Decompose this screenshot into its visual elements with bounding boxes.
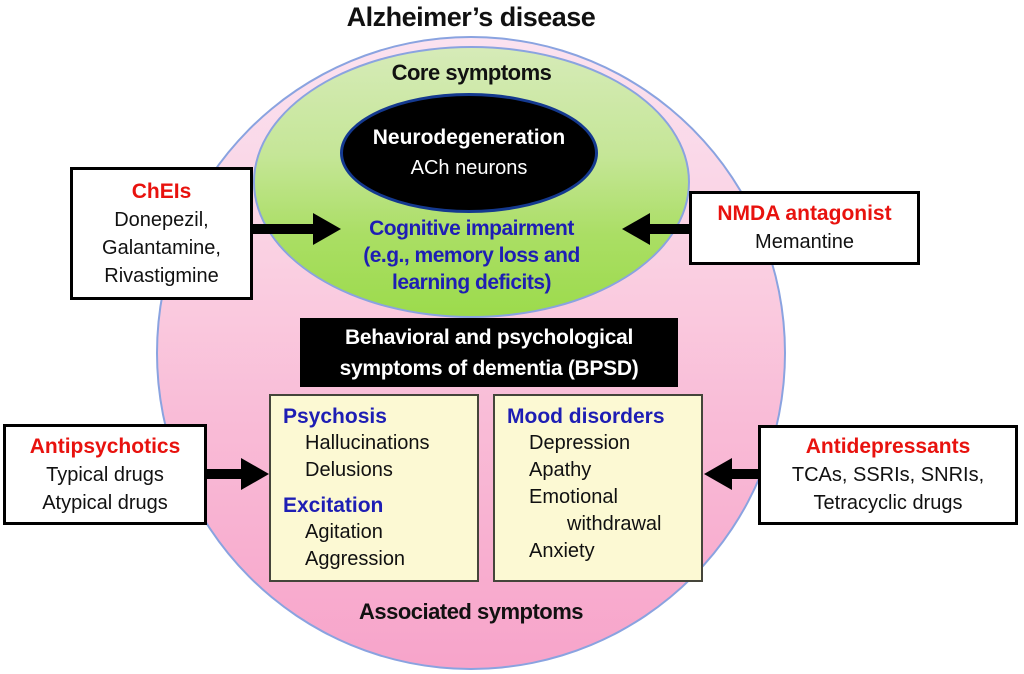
excitation-heading: Excitation [283, 494, 384, 517]
associated-symptoms-label: Associated symptoms [358, 599, 584, 624]
antipsychotics-typical-drugs: Typical drugs [46, 463, 164, 486]
antipsychotics-drug-box: Antipsychotics Typical drugs Atypical dr… [3, 424, 207, 525]
symptom-item-aggression: Aggression [305, 548, 406, 570]
arrow-shaft [253, 223, 313, 234]
psychosis-heading: Psychosis [283, 405, 387, 428]
symptom-item-anxiety: Anxiety [529, 540, 595, 562]
cheis-title: ChEIs [131, 179, 192, 203]
symptom-item-delusions: Delusions [305, 459, 393, 481]
arrow-shaft [650, 223, 690, 234]
cheis-drug-donepezil: Donepezil, [114, 208, 209, 231]
arrow-antipsychotics-to-psychosis [207, 457, 269, 490]
cognitive-impairment-line1: Cognitive impairment [369, 217, 574, 240]
nmda-drug-memantine: Memantine [755, 231, 854, 253]
cheis-drug-rivastigmine: Rivastigmine [104, 264, 219, 287]
antidepressants-tetracyclic: Tetracyclic drugs [813, 492, 963, 514]
neurodegeneration-label: Neurodegeneration [372, 126, 566, 149]
arrow-head-right-icon [241, 457, 269, 490]
cheis-drug-galantamine: Galantamine, [102, 236, 221, 259]
diagram-title: Alzheimer’s disease [346, 2, 596, 32]
neurodegeneration-ellipse: Neurodegeneration ACh neurons [340, 93, 598, 213]
cognitive-impairment-line3: learning deficits) [391, 271, 552, 294]
nmda-antagonist-drug-box: NMDA antagonist Memantine [689, 191, 920, 265]
symptom-item-withdrawal: withdrawal [567, 513, 662, 535]
core-symptoms-label: Core symptoms [391, 60, 552, 85]
arrow-head-left-icon [704, 457, 732, 490]
antidepressants-tca-ssri-snri: TCAs, SSRIs, SNRIs, [791, 464, 985, 486]
cognitive-impairment-line2: (e.g., memory loss and [363, 244, 580, 267]
bpsd-banner-line1: Behavioral and psychological [344, 325, 634, 349]
antidepressants-drug-box: Antidepressants TCAs, SSRIs, SNRIs, Tetr… [758, 425, 1018, 525]
symptom-item-agitation: Agitation [305, 521, 383, 543]
mood-disorders-box: Mood disorders Depression Apathy Emotion… [493, 394, 703, 582]
cognitive-impairment-text: Cognitive impairment (e.g., memory loss … [253, 215, 690, 296]
psychosis-excitation-box: Psychosis Hallucinations Delusions Excit… [269, 394, 479, 582]
arrow-antidepressants-to-mood [704, 457, 759, 490]
arrow-head-left-icon [622, 212, 650, 245]
arrow-head-right-icon [313, 212, 341, 245]
nmda-antagonist-title: NMDA antagonist [717, 202, 892, 225]
cheis-drug-box: ChEIs Donepezil, Galantamine, Rivastigmi… [70, 167, 253, 300]
symptom-item-emotional: Emotional [529, 486, 618, 508]
arrow-shaft [207, 468, 241, 479]
arrow-cheis-to-cognitive [253, 212, 341, 245]
symptom-item-apathy: Apathy [529, 459, 592, 481]
ach-neurons-label: ACh neurons [410, 157, 528, 179]
bpsd-banner-line2: symptoms of dementia (BPSD) [339, 356, 639, 380]
antipsychotics-title: Antipsychotics [29, 434, 181, 458]
antidepressants-title: Antidepressants [805, 435, 971, 458]
symptom-item-hallucinations: Hallucinations [305, 432, 430, 454]
antipsychotics-atypical-drugs: Atypical drugs [42, 491, 168, 514]
symptom-item-depression: Depression [529, 432, 631, 454]
arrow-nmda-to-cognitive [622, 212, 690, 245]
arrow-shaft [732, 468, 759, 479]
mood-disorders-heading: Mood disorders [507, 405, 665, 428]
bpsd-banner: Behavioral and psychological symptoms of… [300, 318, 678, 387]
